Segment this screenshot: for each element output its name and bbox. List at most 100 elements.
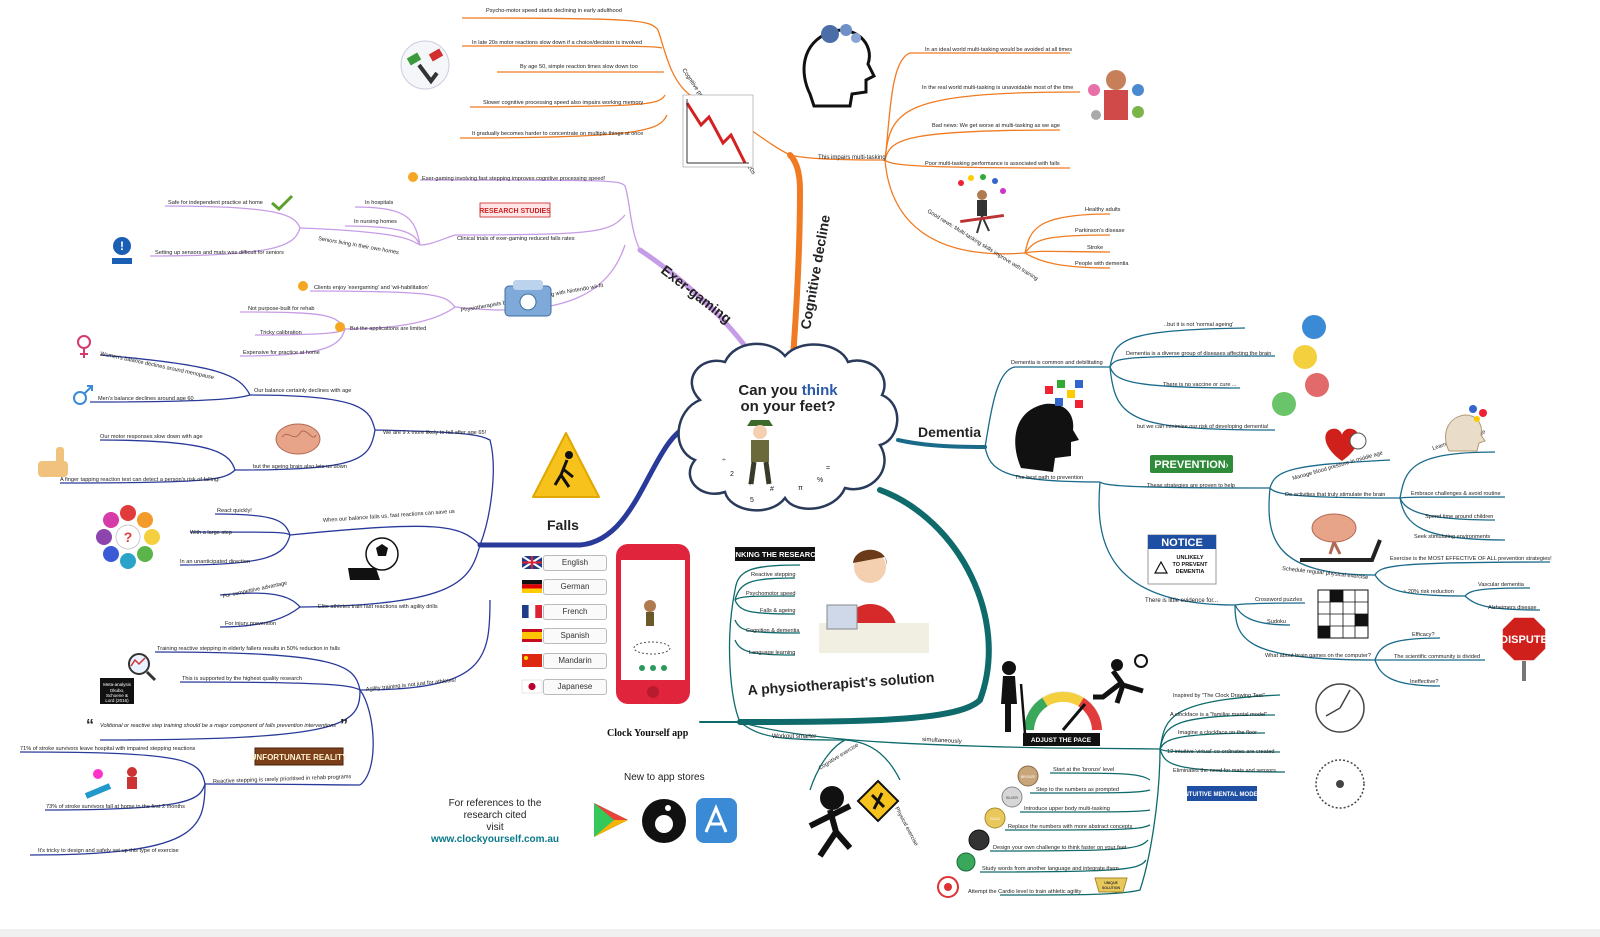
falls-quote: Volitional or reactive step training sho… — [100, 723, 336, 729]
dementia-best: The best path to prevention — [1015, 475, 1083, 481]
heart-pressure-icon — [1325, 428, 1367, 461]
dementia-physical: Schedule regular physical exercise — [1282, 566, 1369, 581]
exer-safe: Safe for independent practice at home — [168, 200, 263, 206]
svg-text:SILVER: SILVER — [1006, 796, 1019, 800]
refs-line-2: research cited — [463, 810, 527, 821]
svg-text:Meta-analysis: Meta-analysis — [103, 682, 132, 687]
dementia-c-4: but we can minimise our risk of developi… — [1137, 424, 1269, 430]
svg-text:LINKING THE RESEARCH: LINKING THE RESEARCH — [729, 550, 821, 559]
falls-tricky: It's tricky to design and safely set up … — [38, 848, 179, 854]
dementia-act-4: Seek stimulating environments — [1414, 534, 1490, 540]
center-title-a: Can you — [738, 382, 801, 399]
cardio-icon — [937, 876, 959, 898]
good-leaf-4: People with dementia — [1075, 261, 1129, 267]
refs-line-3: visit — [486, 822, 504, 833]
phone-mockup — [616, 544, 690, 704]
svg-text:TO PREVENT: TO PREVENT — [1172, 562, 1208, 568]
falls-71: 71% of stroke survivors leave hospital w… — [20, 746, 196, 752]
bronze-medal-icon: BRONZE — [1017, 765, 1039, 787]
male-symbol-icon — [73, 385, 93, 405]
dementia-ineffective: Ineffective? — [1410, 679, 1439, 685]
multitask-woman-icon — [1088, 70, 1144, 120]
falls-injury: For injury prevention — [225, 621, 276, 627]
center-title-think: think — [802, 382, 838, 399]
notice-sign: NOTICE UNLIKELY TO PREVENT DEMENTIA — [1147, 534, 1217, 585]
quote-open-icon: “ — [86, 717, 94, 734]
svg-text:DISPUTE: DISPUTE — [1500, 634, 1548, 646]
lang-french[interactable]: French — [543, 604, 607, 620]
dementia-act-3: Spend time around children — [1425, 514, 1493, 520]
lang-german[interactable]: German — [543, 579, 607, 595]
brain-colors-icon — [1272, 315, 1329, 416]
exercise-sign-icon — [856, 779, 900, 823]
head-gears-icon — [802, 24, 877, 108]
mt-leaf-2: In the real world multi-tasking is unavo… — [922, 85, 1073, 91]
clock-numbers-ring: 2+#π %=÷5 — [722, 457, 830, 504]
lang-mandarin[interactable]: Mandarin — [543, 653, 607, 669]
unique-badge: UNIQUE SOLUTION — [1094, 877, 1128, 893]
tennis-player-icon — [1093, 654, 1148, 704]
dementia-risk: ~ 20% risk reduction — [1403, 589, 1454, 595]
cognitive-leaf-1: Psycho-motor speed starts declining in e… — [486, 8, 622, 14]
svg-text:RESEARCH STUDIES: RESEARCH STUDIES — [479, 208, 551, 215]
lang-spanish[interactable]: Spanish — [543, 628, 607, 644]
exer-branch-label: Exer-gaming — [658, 262, 735, 327]
exer-in-hosp: In hospitals — [365, 200, 393, 206]
svg-text:Okubo,: Okubo, — [110, 688, 125, 693]
level-2: Step to the numbers as prompted — [1036, 787, 1119, 793]
lang-japanese[interactable]: Japanese — [543, 679, 607, 695]
reaction-icon — [400, 40, 450, 90]
dementia-branch-label: Dementia — [918, 424, 981, 440]
dementia-c-3: There is no vaccine or cure ... — [1163, 382, 1237, 388]
svg-text:BRONZE: BRONZE — [1021, 775, 1036, 779]
magnifier-icon — [128, 653, 157, 682]
refs-url-link[interactable]: www.clockyourself.com.au — [430, 834, 559, 845]
svg-text:?: ? — [124, 529, 133, 545]
falls-men: Men's balance declines around age 60 — [98, 396, 194, 402]
falls-finger: A finger tapping reaction test can detec… — [60, 477, 220, 483]
dementia-most: Exercise is the MOST EFFECTIVE OF ALL pr… — [1390, 556, 1552, 562]
cognitive-branch-label: Cognitive decline — [797, 213, 833, 330]
dementia-branch — [896, 438, 987, 449]
svg-text:INTUITIVE MENTAL MODEL: INTUITIVE MENTAL MODEL — [1183, 792, 1262, 798]
head-thoughts-icon — [1445, 405, 1487, 452]
intuitive-badge: INTUITIVE MENTAL MODEL — [1183, 786, 1262, 801]
bottom-scroll-bar[interactable] — [0, 929, 1600, 937]
center-title-line2: on your feet? — [740, 398, 835, 415]
falls-73: 73% of stroke survivors fall at home in … — [46, 804, 185, 810]
treadmill-brain-icon — [1300, 513, 1382, 562]
falls-branch — [477, 422, 693, 548]
clock-icon — [1315, 683, 1365, 809]
falls-supported: This is supported by the highest quality… — [182, 676, 302, 682]
silver-medal-icon: SILVER — [1001, 786, 1023, 808]
svg-text:÷: ÷ — [722, 457, 726, 464]
falls-motor: Our motor responses slow down with age — [100, 434, 203, 440]
falls-nine: We are 9 x more likely to fall after age… — [383, 430, 487, 436]
link-leaf-1: Reactive stepping — [751, 572, 795, 578]
exer-setup: Setting up sensors and mats was difficul… — [155, 250, 284, 256]
game-controller-icon — [504, 280, 552, 317]
brain-runner-icon — [808, 786, 853, 858]
mt-leaf-4: Poor multi-tasking performance is associ… — [925, 161, 1060, 167]
level-5: Design your own challenge to think faste… — [993, 845, 1127, 851]
lang-english[interactable]: English — [543, 555, 607, 571]
svg-text:%: % — [817, 477, 823, 484]
dementia-divided: The scientific community is divided — [1394, 654, 1480, 660]
flag-uk-icon — [521, 555, 543, 570]
dementia-risk-1: Vascular dementia — [1478, 582, 1525, 588]
svg-text:NOTICE: NOTICE — [1161, 537, 1203, 549]
mt-leaf-1: In an ideal world multi-tasking would be… — [925, 47, 1072, 53]
physio-workout: Workout smarter — [772, 734, 816, 740]
svg-text:+: + — [748, 481, 752, 488]
dementia-little: There is little evidence for... — [1145, 598, 1218, 604]
falls-elite: Elite athletes train fast reactions with… — [318, 604, 438, 610]
quote-close-icon: ” — [340, 717, 348, 734]
platinum-medal-icon — [968, 829, 990, 851]
svg-text:UNLIKELY: UNLIKELY — [1177, 555, 1204, 561]
falls-agility: Agility training is not just for athlete… — [366, 677, 457, 693]
boy-character-icon — [747, 420, 773, 485]
app-branch-label: Clock Yourself app — [607, 728, 689, 739]
research-badge: RESEARCH STUDIES — [479, 202, 551, 218]
svg-text:UNIQUE: UNIQUE — [1104, 881, 1118, 885]
